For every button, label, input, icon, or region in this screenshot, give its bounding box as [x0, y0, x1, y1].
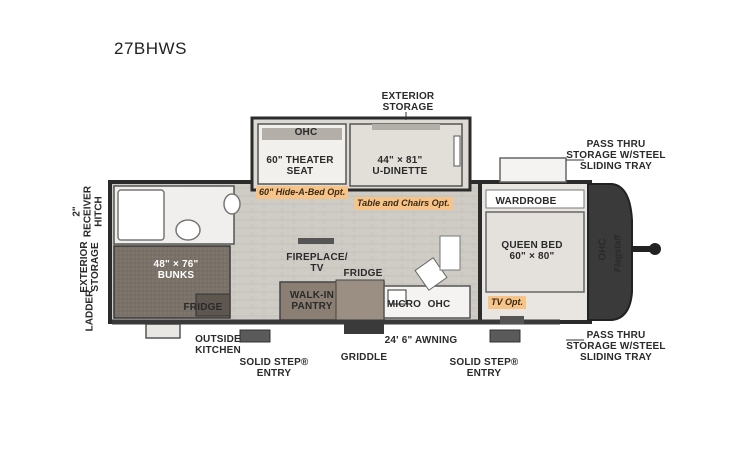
griddle-label: GRIDDLE	[340, 352, 388, 363]
theater-seat-label: 60" THEATER SEAT	[266, 155, 334, 177]
solid-step-left-label: SOLID STEP® ENTRY	[239, 357, 309, 379]
outside-kitchen-label: OUTSIDE KITCHEN	[195, 334, 241, 356]
hide-a-bed-option: 60" Hide-A-Bed Opt.	[256, 186, 349, 199]
awning-label: 24' 6" AWNING	[384, 335, 458, 346]
wardrobe	[485, 189, 585, 209]
dinette-back	[372, 124, 440, 130]
pass-thru-top-label: PASS THRU STORAGE W/STEEL SLIDING TRAY	[566, 139, 666, 172]
brand-logo: Flagstaff	[612, 234, 623, 273]
dinette	[349, 123, 463, 187]
hitch-tongue	[632, 246, 652, 252]
stove	[387, 289, 407, 305]
entry-step-left	[239, 329, 271, 343]
queen-bed	[485, 211, 585, 293]
solid-step-right-label: SOLID STEP® ENTRY	[449, 357, 519, 379]
queen-bed-label: QUEEN BED 60" × 80"	[501, 240, 563, 262]
ohc-front-label: OHC	[597, 238, 609, 261]
bunk-fridge	[195, 293, 231, 317]
table-chairs-option: Table and Chairs Opt.	[354, 197, 453, 210]
pass-thru-bottom-label: PASS THRU STORAGE W/STEEL SLIDING TRAY	[566, 330, 666, 363]
shower	[117, 189, 165, 241]
dinette-window	[453, 135, 461, 167]
pass-thru-storage-top	[499, 157, 567, 183]
tv-option-box	[500, 316, 524, 324]
bath-sink	[223, 193, 241, 215]
bunk-fridge-label: FRIDGE	[183, 302, 223, 313]
wardrobe-label: WARDROBE	[495, 196, 557, 207]
toilet	[175, 219, 201, 241]
ohc-top-label: OHC	[294, 127, 318, 138]
kitchen-cabinet	[439, 235, 461, 271]
front-cap	[587, 183, 633, 321]
bunks-label: 48" × 76" BUNKS	[153, 259, 199, 281]
kitchen-fridge	[335, 279, 385, 321]
tv-option-label: TV Opt.	[488, 296, 526, 309]
dinette-label: 44" × 81" U-DINETTE	[372, 155, 428, 177]
micro-label: MICRO	[386, 299, 422, 310]
outside-kitchen	[145, 323, 181, 339]
ohc-kitchen-label: OHC	[427, 299, 451, 310]
rear-ladder-label: LADDER	[84, 289, 96, 332]
hitch-coupler	[649, 243, 661, 255]
kitchen-fridge-label: FRIDGE	[343, 268, 383, 279]
exterior-storage-label: EXTERIOR STORAGE	[381, 91, 435, 113]
fireplace-tv-label: FIREPLACE/ TV	[286, 252, 348, 274]
griddle	[344, 324, 384, 334]
theater-seat-back	[262, 128, 342, 140]
walkin-pantry-label: WALK-IN PANTRY	[289, 290, 335, 312]
fireplace-unit	[298, 238, 334, 244]
rear-hitch-label: 2" RECEIVER HITCH	[71, 185, 105, 238]
entry-step-right	[489, 329, 521, 343]
model-name: 27BHWS	[114, 39, 187, 58]
